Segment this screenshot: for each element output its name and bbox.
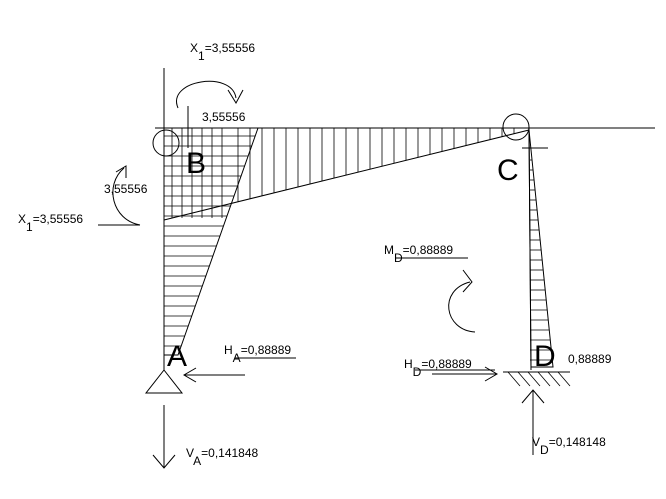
md-label: MD=0,88889 (384, 243, 453, 265)
reaction-vd-arrow (521, 389, 545, 455)
moment-area-ab (163, 127, 259, 356)
hd-label: HD=0,88889 (404, 357, 472, 379)
node-label-b: B (186, 147, 206, 180)
moment-arc-x1-left (98, 165, 141, 226)
pin-support-a (144, 369, 184, 394)
moment-line-bc (163, 129, 530, 221)
fixed-support-d (503, 371, 571, 387)
moment-b-left-label: 3,55556 (104, 182, 148, 196)
hatch-line (537, 371, 551, 387)
hinge-b (152, 129, 180, 157)
moment-arc-x1-top (176, 80, 244, 148)
moment-diagram-column-cd (522, 129, 554, 368)
hatch-line (527, 371, 541, 387)
node-label-d: D (534, 340, 556, 373)
moment-area-cd (528, 129, 554, 368)
vd-label: VD=0,148148 (532, 435, 606, 457)
reaction-hd-arrow (432, 366, 498, 382)
hatch-line (547, 371, 561, 387)
d-moment-label: 0,88889 (568, 352, 612, 366)
x1-top-label: X1=3,55556 (190, 41, 255, 63)
node-label-c: C (497, 154, 519, 187)
hatch-line (517, 371, 531, 387)
reaction-ha-arrow (183, 367, 245, 383)
support-triangle-a (144, 369, 184, 394)
hatch-line (557, 371, 571, 387)
reaction-va-arrow (152, 405, 176, 469)
va-label: VA=0,141848 (186, 446, 259, 468)
moment-diagram-column-ab (163, 127, 259, 356)
hinge-c (502, 113, 530, 141)
x1-left-label: X1=3,55556 (18, 212, 83, 234)
node-label-a: A (167, 340, 187, 373)
moment-diagram-beam-bc (163, 128, 530, 221)
ha-label: HA=0,88889 (224, 343, 291, 365)
moment-b-top-label: 3,55556 (202, 110, 246, 124)
hatch-line (507, 371, 521, 387)
moment-arc-md (395, 257, 476, 333)
